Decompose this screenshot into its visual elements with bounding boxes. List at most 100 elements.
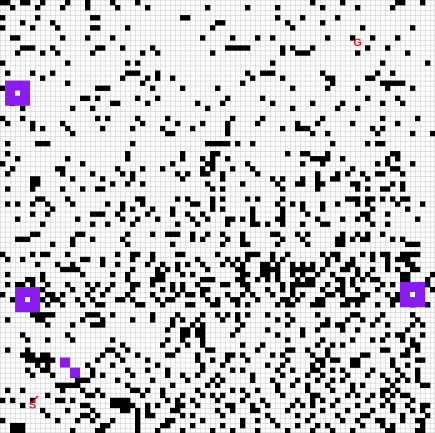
wall-cell: [45, 362, 51, 368]
wall-cell: [380, 100, 386, 107]
wall-cell: [165, 417, 171, 424]
wall-cell: [190, 216, 196, 222]
wall-cell: [180, 85, 186, 91]
wall-cell: [160, 261, 166, 268]
wall-cell: [60, 292, 66, 298]
wall-cell: [365, 201, 371, 207]
wall-cell: [360, 297, 366, 303]
wall-cell: [175, 402, 181, 409]
wall-cell: [375, 286, 381, 293]
wall-cell: [75, 382, 81, 388]
wall-cell: [200, 312, 206, 318]
wall-cell: [110, 100, 116, 107]
wall-cell: [330, 357, 336, 363]
wall-cell: [405, 261, 411, 268]
wall-cell: [345, 261, 351, 268]
wall-cell: [315, 186, 321, 192]
wall-cell: [325, 322, 331, 328]
wall-cell: [385, 387, 391, 394]
wall-cell: [300, 327, 306, 333]
wall-cell: [280, 286, 286, 293]
wall-cell: [170, 417, 176, 424]
wall-cell: [280, 362, 286, 368]
wall-cell: [365, 236, 371, 242]
wall-cell: [40, 50, 46, 56]
wall-cell: [310, 302, 316, 308]
wall-cell: [400, 352, 406, 358]
wall-cell: [305, 372, 311, 378]
wall-cell: [245, 357, 251, 363]
wall-cell: [395, 35, 401, 41]
wall-cell: [105, 85, 111, 91]
wall-cell: [180, 156, 186, 162]
wall-cell: [200, 417, 206, 424]
wall-cell: [300, 125, 306, 132]
wall-cell: [370, 251, 376, 258]
wall-cell: [265, 271, 271, 278]
wall-cell: [210, 151, 216, 157]
wall-cell: [155, 216, 161, 222]
wall-cell: [175, 251, 181, 258]
wall-cell: [30, 45, 36, 51]
wall-cell: [380, 337, 386, 343]
wall-cell: [120, 397, 126, 404]
wall-cell: [145, 412, 151, 419]
wall-cell: [385, 397, 391, 404]
wall-cell: [350, 181, 356, 187]
wall-cell: [385, 85, 391, 91]
wall-cell: [350, 297, 356, 303]
wall-cell: [360, 236, 366, 242]
wall-cell: [380, 372, 386, 378]
wall-cell: [140, 302, 146, 308]
wall-cell: [285, 427, 291, 433]
wall-cell: [185, 302, 191, 308]
wall-cell: [375, 276, 381, 283]
marker-layer: S G: [29, 37, 362, 412]
wall-cell: [335, 105, 341, 112]
wall-cell: [220, 241, 226, 248]
wall-cell: [310, 100, 316, 107]
wall-cell: [280, 216, 286, 222]
wall-cell: [85, 362, 91, 368]
wall-cell: [360, 276, 366, 283]
wall-cell: [195, 201, 201, 207]
wall-cell: [70, 286, 76, 293]
wall-cell: [80, 186, 86, 192]
wall-cell: [290, 271, 296, 278]
wall-cell: [205, 297, 211, 303]
wall-cell: [245, 312, 251, 318]
wall-cell: [245, 392, 251, 399]
wall-cell: [390, 357, 396, 363]
wall-cell: [160, 387, 166, 394]
wall-cell: [395, 266, 401, 273]
wall-cell: [180, 317, 186, 323]
wall-cell: [70, 266, 76, 273]
wall-cell: [405, 256, 411, 263]
wall-cell: [410, 312, 416, 318]
wall-cell: [340, 100, 346, 107]
wall-cell: [255, 221, 261, 227]
wall-cell: [50, 20, 56, 26]
wall-cell: [285, 357, 291, 363]
wall-cell: [40, 276, 46, 283]
wall-cell: [280, 392, 286, 399]
wall-cell: [370, 266, 376, 273]
wall-cell: [160, 166, 166, 172]
wall-cell: [405, 241, 411, 248]
wall-cell: [5, 140, 11, 147]
wall-cell: [165, 337, 171, 343]
wall-cell: [340, 302, 346, 308]
wall-cell: [135, 216, 141, 222]
wall-cell: [390, 181, 396, 187]
wall-cell: [125, 70, 131, 76]
wall-cell: [180, 176, 186, 182]
wall-cell: [400, 417, 406, 424]
wall-cell: [90, 322, 96, 328]
wall-cell: [95, 85, 101, 91]
wall-cell: [170, 75, 176, 81]
start-marker: S: [29, 399, 36, 411]
wall-cell: [280, 211, 286, 217]
wall-cell: [30, 70, 36, 76]
wall-cell: [155, 50, 161, 56]
